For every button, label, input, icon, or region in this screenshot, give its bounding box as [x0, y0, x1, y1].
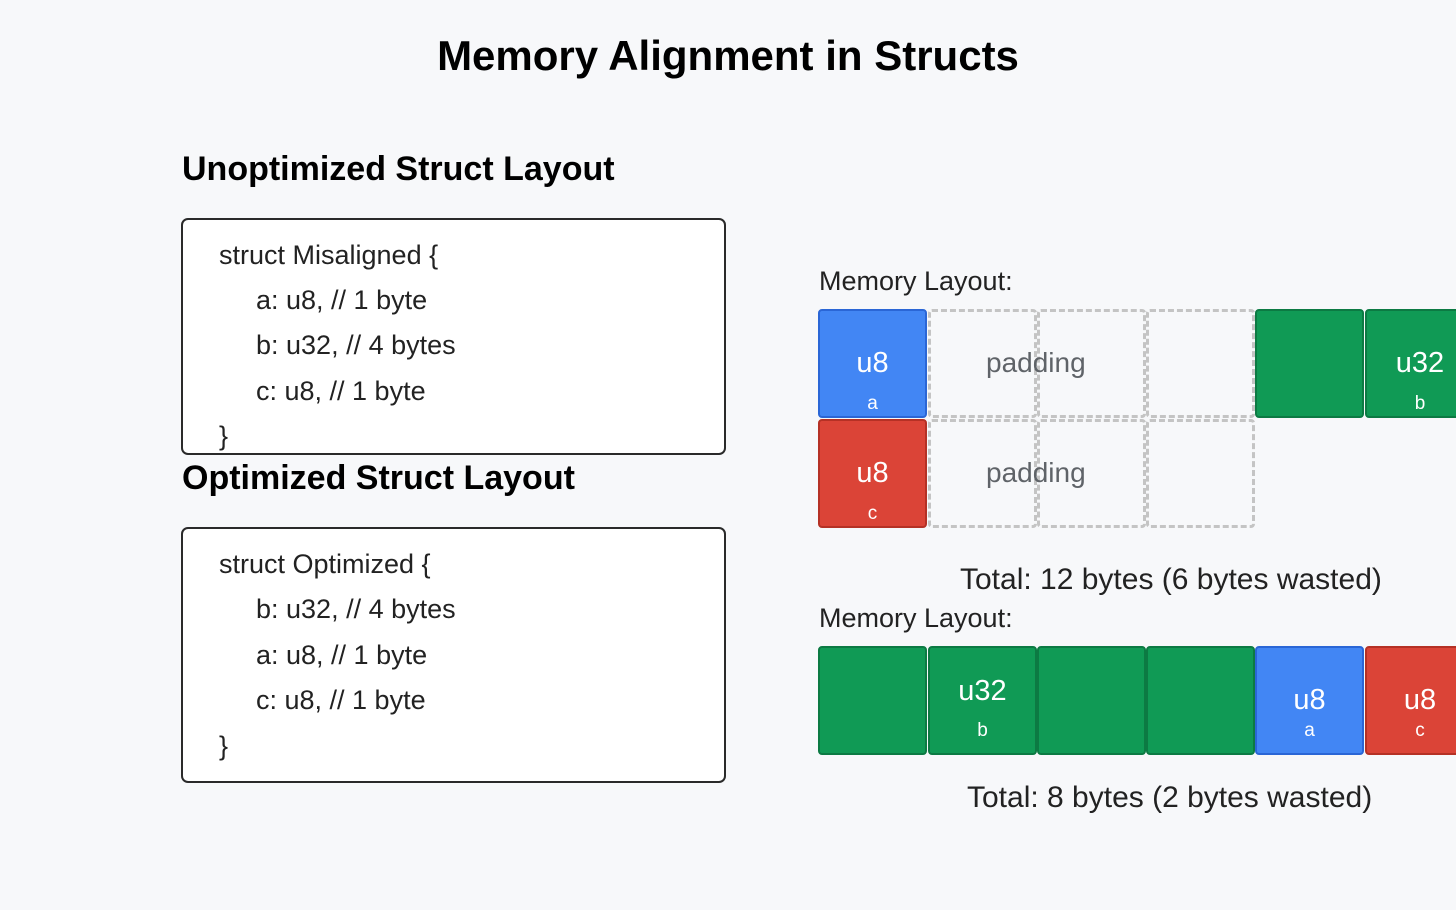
memory-layout-label: Memory Layout:: [819, 603, 1013, 633]
cell-type-label: u8: [856, 347, 889, 379]
code-line: a: u8, // 1 byte: [256, 640, 428, 670]
cell-field-label: b: [977, 720, 988, 741]
code-line: c: u8, // 1 byte: [256, 685, 426, 715]
memory-cell-u32-b: [1037, 646, 1146, 755]
padding-cell: [928, 309, 1037, 418]
code-line: c: u8, // 1 byte: [256, 376, 426, 406]
optimized-heading: Optimized Struct Layout: [182, 459, 575, 497]
code-line: b: u32, // 4 bytes: [256, 594, 456, 624]
unoptimized-code-box: struct Misaligned { a: u8, // 1 byte b: …: [181, 218, 726, 455]
cell-type-label: u8: [1403, 684, 1437, 716]
optimized-code-box: struct Optimized { b: u32, // 4 bytes a:…: [181, 527, 726, 783]
code-line: struct Optimized {: [219, 549, 431, 579]
unoptimized-total: Total: 12 bytes (6 bytes wasted): [960, 563, 1382, 596]
cell-type-label: u8: [856, 457, 889, 489]
cell-field-label: c: [1415, 720, 1425, 741]
memory-layout-label: Memory Layout:: [819, 266, 1013, 296]
optimized-total: Total: 8 bytes (2 bytes wasted): [967, 781, 1373, 814]
code-line: b: u32, // 4 bytes: [256, 330, 456, 360]
cell-type-label: u8: [1293, 684, 1326, 716]
diagram-title: Memory Alignment in Structs: [437, 32, 1019, 79]
cell-type-label: u32: [958, 675, 1007, 707]
padding-cell: [1037, 419, 1146, 528]
cell-field-label: b: [1414, 393, 1426, 414]
cell-field-label: a: [1304, 720, 1315, 741]
padding-cell: [928, 419, 1037, 528]
code-line: }: [219, 421, 229, 451]
padding-cell: [1146, 419, 1255, 528]
memory-cell-u8-c: u8 c: [1365, 646, 1456, 755]
memory-cell-u8-c: u8 c: [818, 419, 927, 528]
cell-type-label: u32: [1395, 347, 1445, 379]
padding-label: padding: [986, 347, 1086, 378]
memory-cell-u32-b: u32 b: [1365, 309, 1456, 418]
memory-cell-u32-b: [818, 646, 927, 755]
cell-field-label: a: [867, 393, 878, 414]
code-line: struct Misaligned {: [219, 240, 439, 270]
unoptimized-heading: Unoptimized Struct Layout: [182, 150, 615, 188]
memory-cell-u32-b: [1146, 646, 1255, 755]
memory-cell-u32-b: u32 b: [928, 646, 1037, 755]
memory-cell-u8-a: u8 a: [1255, 646, 1364, 755]
memory-cell-u32-b: [1255, 309, 1364, 418]
padding-label: padding: [986, 457, 1086, 488]
padding-cell: [1146, 309, 1255, 418]
padding-cell: [1037, 309, 1146, 418]
cell-field-label: c: [867, 503, 878, 524]
memory-cell-u8-a: u8 a: [818, 309, 927, 418]
code-line: a: u8, // 1 byte: [256, 285, 428, 315]
code-line: }: [219, 731, 229, 761]
